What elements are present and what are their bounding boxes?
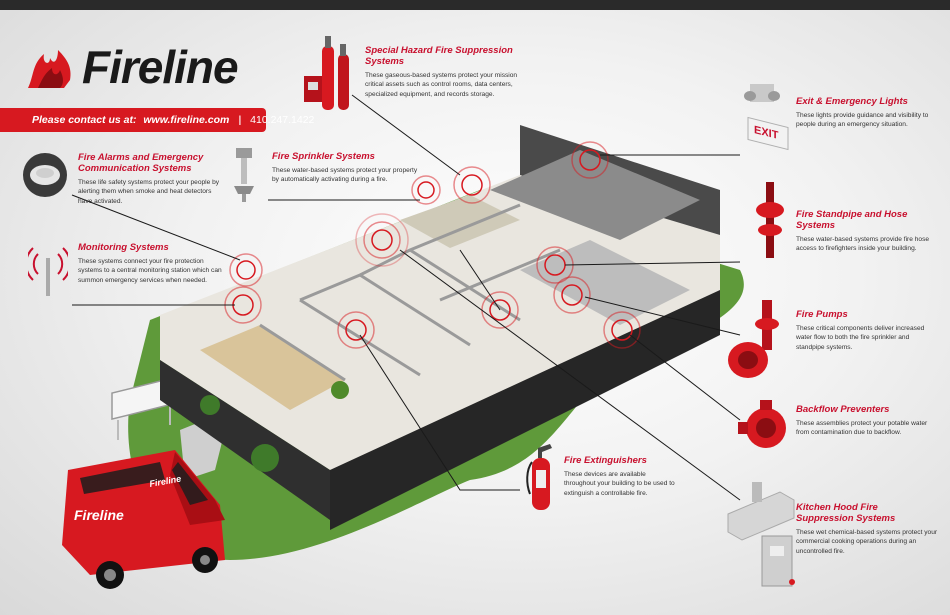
- fire-pumps-section: Fire Pumps These critical components del…: [796, 309, 938, 352]
- section-title: Backflow Preventers: [796, 404, 890, 415]
- fire-alarms-section: Fire Alarms and Emergency Communication …: [78, 152, 226, 206]
- hotspot-sprinkler-2: [411, 175, 441, 205]
- section-text: These life safety systems protect your p…: [78, 179, 220, 205]
- section-text: These assemblies protect your potable wa…: [796, 420, 928, 437]
- section-title: Fire Extinguishers: [564, 455, 647, 466]
- hotspot-pump: [553, 276, 591, 314]
- section-title: Special Hazard Fire Suppression Systems: [365, 45, 513, 67]
- hotspot-exit: [571, 141, 609, 179]
- section-title: Kitchen Hood Fire Suppression Systems: [796, 502, 896, 524]
- hotspot-backflow: [603, 311, 641, 349]
- hotspot-alarm: [229, 253, 263, 287]
- fire-sprinkler-section: Fire Sprinkler Systems These water-based…: [272, 151, 422, 185]
- brand-name: Fireline: [82, 41, 239, 93]
- section-text: These devices are available throughout y…: [564, 471, 675, 497]
- bush: [251, 444, 279, 472]
- leader-lines: [71, 94, 741, 501]
- section-title: Exit & Emergency Lights: [796, 96, 908, 107]
- contact-bar: Please contact us at: www.fireline.com |…: [0, 108, 314, 132]
- contact-url[interactable]: www.fireline.com: [143, 114, 230, 126]
- section-text: These critical components deliver increa…: [796, 325, 925, 351]
- section-title: Fire Sprinkler Systems: [272, 151, 375, 162]
- section-text: These water-based systems provide fire h…: [796, 236, 930, 253]
- fire-extinguishers-section: Fire Extinguishers These devices are ava…: [564, 455, 676, 498]
- section-title: Fire Alarms and Emergency Communication …: [78, 152, 204, 174]
- hotspot-extinguisher: [337, 311, 375, 349]
- sprinkler-head-icon: [234, 148, 254, 202]
- flame-logo-icon: [28, 50, 71, 88]
- kitchen-hood-section: Kitchen Hood Fire Suppression Systems Th…: [796, 502, 938, 556]
- van-logo: Fireline: [74, 507, 124, 523]
- section-title: Monitoring Systems: [78, 242, 169, 253]
- building-front-wall: [160, 315, 330, 520]
- exit-lights-section: Exit & Emergency Lights These lights pro…: [796, 96, 938, 130]
- standpipe-section: Fire Standpipe and Hose Systems These wa…: [796, 209, 938, 254]
- contact-separator: |: [238, 114, 242, 126]
- section-text: These gaseous-based systems protect your…: [365, 72, 518, 98]
- backflow-section: Backflow Preventers These assemblies pro…: [796, 404, 938, 438]
- building-side-wall: [330, 290, 720, 530]
- fireline-van: Fireline Fireline: [62, 450, 225, 589]
- exit-light-icon: EXIT: [744, 84, 789, 151]
- room-storage: [400, 195, 520, 248]
- top-bar: [0, 0, 950, 10]
- contact-prefix: Please contact us at:: [32, 114, 137, 126]
- room-garage: [490, 150, 700, 240]
- gas-cylinder-icon: [304, 36, 349, 110]
- contact-phone[interactable]: 410.247.1422: [250, 114, 315, 126]
- bush: [200, 395, 220, 415]
- interior-walls: [259, 203, 561, 382]
- hotspot-sprinkler: [363, 221, 401, 259]
- kitchen-hood-icon: [727, 482, 795, 587]
- section-text: These systems connect your fire protecti…: [78, 258, 222, 284]
- smoke-detector-icon: [23, 153, 67, 197]
- standpipe-valve-icon: [756, 182, 784, 258]
- room-lobby: [200, 325, 345, 410]
- section-text: These wet chemical-based systems protect…: [796, 529, 938, 555]
- special-hazard-section: Special Hazard Fire Suppression Systems …: [365, 45, 530, 99]
- hotspot-special-hazard: [453, 166, 491, 204]
- fire-pump-icon: [728, 300, 779, 378]
- antenna-icon: [28, 247, 68, 296]
- fire-extinguisher-icon: [526, 444, 552, 510]
- room-pump: [520, 240, 690, 325]
- section-text: These lights provide guidance and visibi…: [796, 112, 929, 129]
- plant: [331, 381, 349, 399]
- section-title: Fire Standpipe and Hose Systems: [796, 209, 908, 231]
- backflow-valve-icon: [738, 400, 786, 448]
- hotspot-kitchen: [355, 213, 409, 267]
- monitoring-section: Monitoring Systems These systems connect…: [78, 242, 228, 285]
- section-text: These water-based systems protect your p…: [272, 167, 418, 184]
- section-title: Fire Pumps: [796, 309, 848, 320]
- fireline-logo: Fireline: [24, 38, 274, 96]
